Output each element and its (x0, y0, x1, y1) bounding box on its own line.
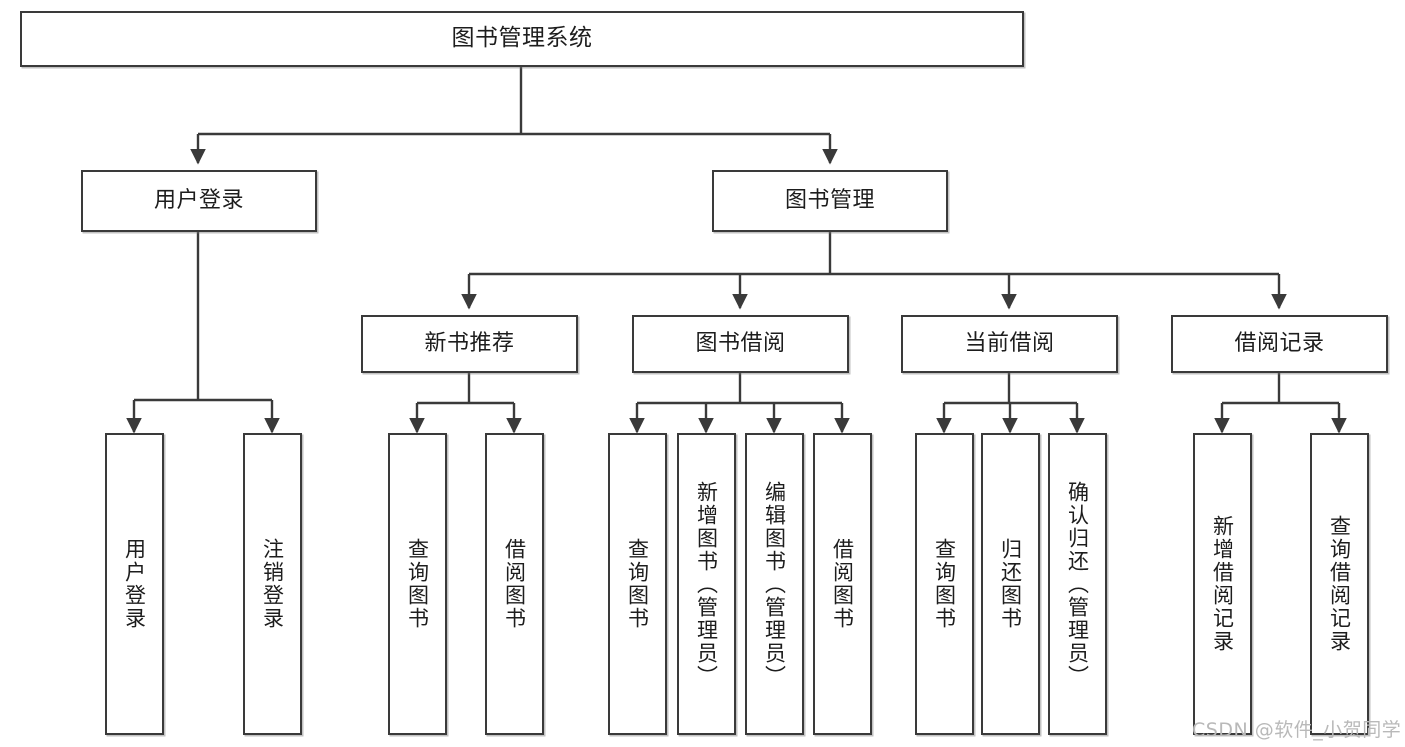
node-borrow-record[interactable]: 借阅记录 (1171, 315, 1388, 373)
node-user-login[interactable]: 用户登录 (81, 170, 317, 232)
node-label: 查询借阅记录 (1327, 515, 1352, 653)
node-label: 用户登录 (122, 538, 147, 630)
node-label: 新增借阅记录 (1210, 515, 1235, 653)
node-label: 查询图书 (932, 538, 957, 630)
leaf-add-record[interactable]: 新增借阅记录 (1193, 433, 1252, 735)
node-label: 确认归还（管理员） (1065, 480, 1090, 688)
leaf-borrow-book-2[interactable]: 借阅图书 (813, 433, 872, 735)
node-label: 图书管理 (784, 188, 875, 214)
leaf-return-book[interactable]: 归还图书 (981, 433, 1040, 735)
node-label: 用户登录 (153, 188, 244, 214)
node-label: 当前借阅 (964, 331, 1055, 357)
node-new-book-recommend[interactable]: 新书推荐 (361, 315, 578, 373)
node-current-borrow[interactable]: 当前借阅 (901, 315, 1118, 373)
leaf-confirm-return[interactable]: 确认归还（管理员） (1048, 433, 1107, 735)
leaf-query-book-2[interactable]: 查询图书 (608, 433, 667, 735)
leaf-user-login[interactable]: 用户登录 (105, 433, 164, 735)
leaf-query-book-1[interactable]: 查询图书 (388, 433, 447, 735)
node-label: 借阅图书 (830, 538, 855, 630)
leaf-borrow-book-1[interactable]: 借阅图书 (485, 433, 544, 735)
node-book-manage[interactable]: 图书管理 (712, 170, 948, 232)
node-root-system[interactable]: 图书管理系统 (20, 11, 1024, 67)
node-label: 图书管理系统 (451, 25, 593, 52)
node-label: 新增图书（管理员） (694, 480, 719, 688)
node-label: 新书推荐 (424, 331, 515, 357)
node-label: 图书借阅 (695, 331, 786, 357)
node-label: 查询图书 (625, 538, 650, 630)
leaf-logout-login[interactable]: 注销登录 (243, 433, 302, 735)
node-label: 编辑图书（管理员） (762, 480, 787, 688)
node-label: 查询图书 (405, 538, 430, 630)
leaf-edit-book[interactable]: 编辑图书（管理员） (745, 433, 804, 735)
leaf-query-book-3[interactable]: 查询图书 (915, 433, 974, 735)
node-label: 注销登录 (260, 538, 285, 630)
node-book-borrow[interactable]: 图书借阅 (632, 315, 849, 373)
watermark: CSDN @软件_小贺同学 (1192, 719, 1402, 741)
node-label: 借阅图书 (502, 538, 527, 630)
node-label: 借阅记录 (1234, 331, 1325, 357)
node-label: 归还图书 (998, 538, 1023, 630)
leaf-query-record[interactable]: 查询借阅记录 (1310, 433, 1369, 735)
leaf-add-book[interactable]: 新增图书（管理员） (677, 433, 736, 735)
